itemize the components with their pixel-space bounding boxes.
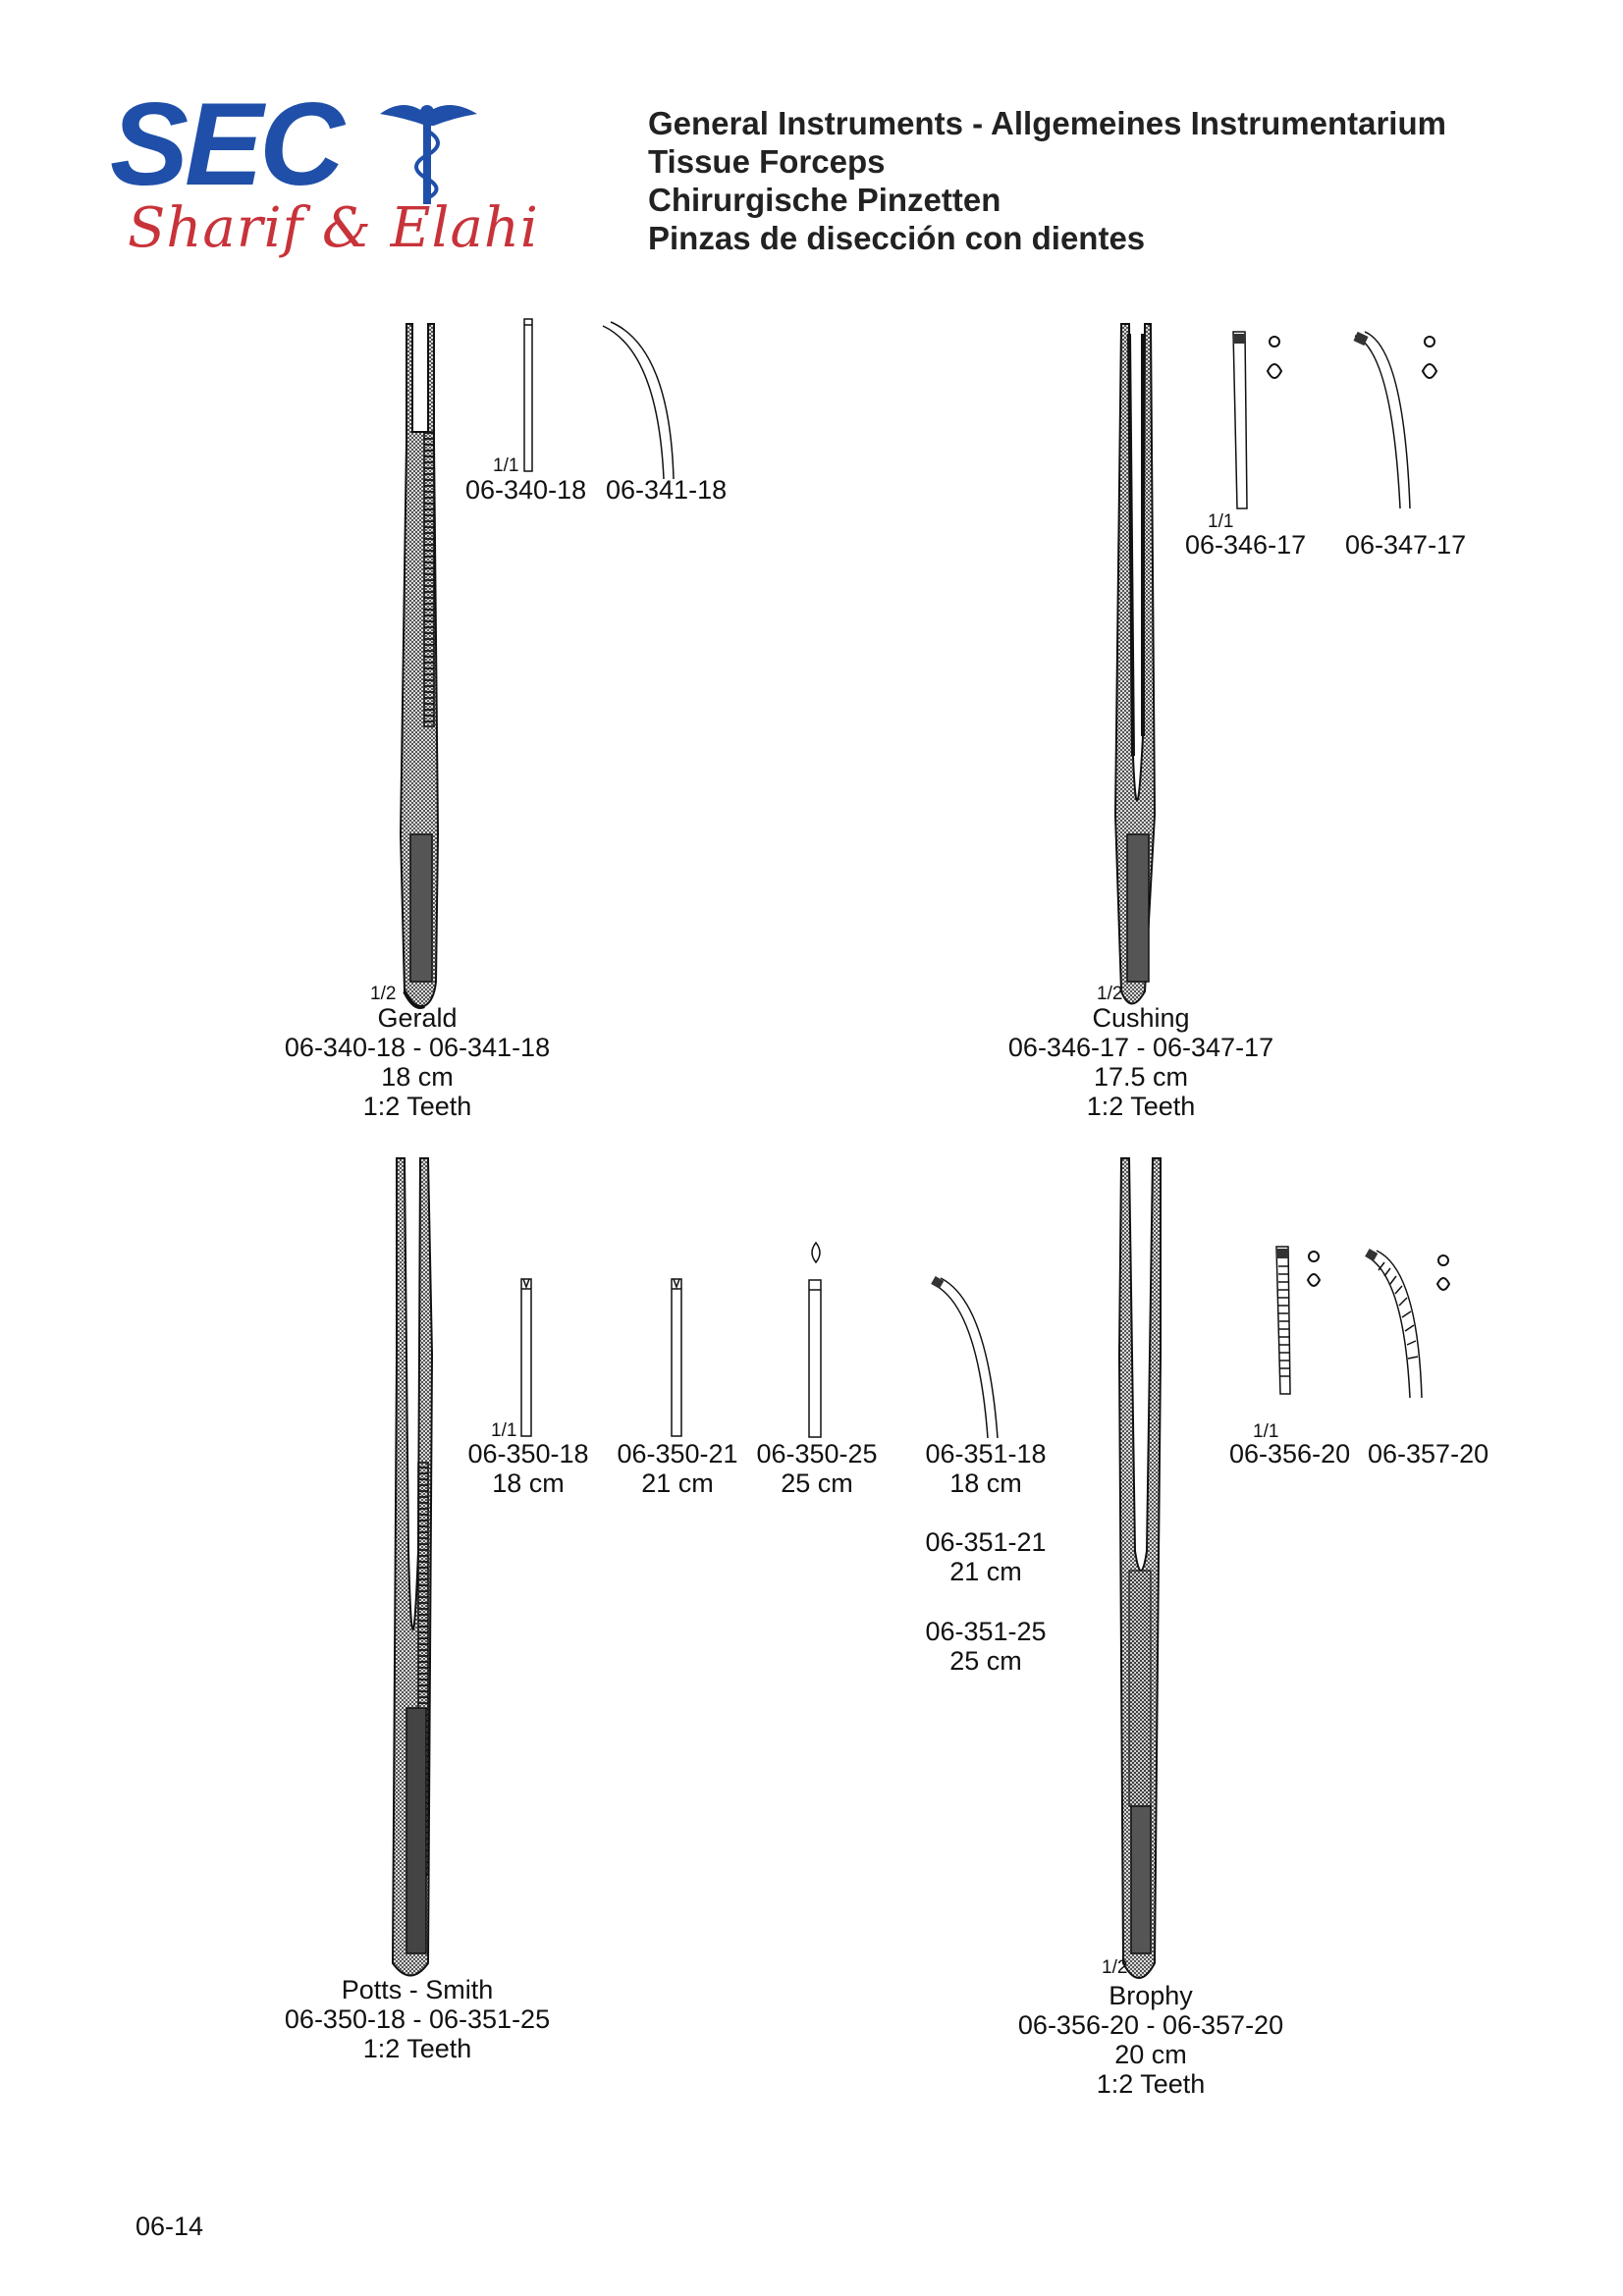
potts-variant-1: 06-350-18 18 cm xyxy=(460,1439,597,1498)
potts-variant-2-size: 21 cm xyxy=(641,1468,714,1498)
potts-name: Potts - Smith xyxy=(341,1975,494,2004)
gerald-curved-tip-drawing xyxy=(602,321,675,480)
potts-variant-3: 06-350-25 25 cm xyxy=(748,1439,886,1498)
potts-smith-forceps-illustration xyxy=(391,1157,434,1977)
cushing-forceps-illustration xyxy=(1113,323,1157,1005)
potts-curved-2: 06-351-21 21 cm xyxy=(917,1527,1055,1586)
gerald-straight-tip-drawing xyxy=(523,318,533,472)
gerald-main-scale: 1/2 xyxy=(370,984,397,1004)
brophy-tip-scale: 1/1 xyxy=(1253,1421,1279,1442)
header-line-2: Tissue Forceps xyxy=(648,143,886,180)
brophy-straight-code: 06-356-20 xyxy=(1229,1439,1351,1468)
cushing-size: 17.5 cm xyxy=(1093,1062,1189,1092)
cushing-main-scale: 1/2 xyxy=(1097,984,1123,1004)
gerald-teeth: 1:2 Teeth xyxy=(362,1092,472,1121)
potts-tip-25-drawing xyxy=(808,1241,822,1438)
logo-script: Sharif & Elahi xyxy=(128,196,539,260)
potts-tip-scale: 1/1 xyxy=(491,1420,517,1441)
brophy-name: Brophy xyxy=(1109,1981,1193,2010)
gerald-range: 06-340-18 - 06-341-18 xyxy=(284,1033,551,1062)
page-number: 06-14 xyxy=(135,2212,204,2241)
gerald-tip-scale: 1/1 xyxy=(493,455,519,476)
potts-curved-3-size: 25 cm xyxy=(949,1646,1022,1676)
potts-curved-2-code: 06-351-21 xyxy=(925,1527,1047,1557)
potts-teeth: 1:2 Teeth xyxy=(362,2034,472,2063)
logo-letters: SEC xyxy=(110,79,345,210)
cushing-tip-scale: 1/1 xyxy=(1208,511,1234,532)
header-line-3: Chirurgische Pinzetten xyxy=(648,182,1001,218)
potts-tip-18-drawing xyxy=(520,1278,532,1437)
gerald-size: 18 cm xyxy=(381,1062,454,1092)
cushing-curved-tip-drawing xyxy=(1353,331,1438,509)
potts-caption: Potts - Smith 06-350-18 - 06-351-25 1:2 … xyxy=(221,1975,614,2063)
cushing-name: Cushing xyxy=(1092,1003,1190,1033)
brophy-teeth: 1:2 Teeth xyxy=(1096,2069,1206,2099)
brophy-caption: Brophy 06-356-20 - 06-357-20 20 cm 1:2 T… xyxy=(954,1981,1347,2099)
brophy-forceps-illustration xyxy=(1117,1157,1162,1979)
brophy-straight-tip-drawing xyxy=(1275,1246,1322,1395)
brophy-range: 06-356-20 - 06-357-20 xyxy=(1017,2010,1284,2040)
header-line-4: Pinzas de disección con dientes xyxy=(648,220,1146,256)
potts-variant-2: 06-350-21 21 cm xyxy=(609,1439,746,1498)
potts-curved-1-code: 06-351-18 xyxy=(925,1439,1047,1468)
potts-variant-3-size: 25 cm xyxy=(781,1468,853,1498)
potts-variant-1-size: 18 cm xyxy=(492,1468,565,1498)
potts-curved-tip-drawing xyxy=(931,1276,999,1439)
potts-curved-2-size: 21 cm xyxy=(949,1557,1022,1586)
brophy-main-scale: 1/2 xyxy=(1102,1957,1128,1978)
cushing-caption: Cushing 06-346-17 - 06-347-17 17.5 cm 1:… xyxy=(945,1003,1337,1121)
brophy-curved-code: 06-357-20 xyxy=(1368,1439,1489,1468)
company-logo: SEC Sharif & Elahi xyxy=(110,79,571,277)
brophy-size: 20 cm xyxy=(1114,2040,1187,2069)
gerald-name: Gerald xyxy=(377,1003,458,1033)
potts-tip-21-drawing xyxy=(671,1278,682,1437)
header-line-1: General Instruments - Allgemeines Instru… xyxy=(648,105,1446,141)
cushing-straight-tip-drawing xyxy=(1232,331,1283,509)
page-header: General Instruments - Allgemeines Instru… xyxy=(648,104,1446,257)
potts-variant-1-code: 06-350-18 xyxy=(467,1439,589,1468)
cushing-straight-code: 06-346-17 xyxy=(1185,530,1307,560)
potts-curved-1-size: 18 cm xyxy=(949,1468,1022,1498)
cushing-curved-code: 06-347-17 xyxy=(1345,530,1467,560)
brophy-curved-tip-drawing xyxy=(1365,1249,1451,1399)
cushing-teeth: 1:2 Teeth xyxy=(1086,1092,1196,1121)
potts-variant-2-code: 06-350-21 xyxy=(617,1439,738,1468)
gerald-curved-code: 06-341-18 xyxy=(606,475,728,505)
caduceus-icon xyxy=(380,105,477,204)
gerald-straight-code: 06-340-18 xyxy=(465,475,587,505)
potts-curved-3: 06-351-25 25 cm xyxy=(917,1617,1055,1676)
potts-variant-3-code: 06-350-25 xyxy=(756,1439,878,1468)
gerald-forceps-illustration xyxy=(399,323,440,1009)
potts-curved-3-code: 06-351-25 xyxy=(925,1617,1047,1646)
potts-curved-1: 06-351-18 18 cm xyxy=(917,1439,1055,1498)
potts-range: 06-350-18 - 06-351-25 xyxy=(284,2004,551,2034)
cushing-range: 06-346-17 - 06-347-17 xyxy=(1007,1033,1274,1062)
gerald-caption: Gerald 06-340-18 - 06-341-18 18 cm 1:2 T… xyxy=(221,1003,614,1121)
